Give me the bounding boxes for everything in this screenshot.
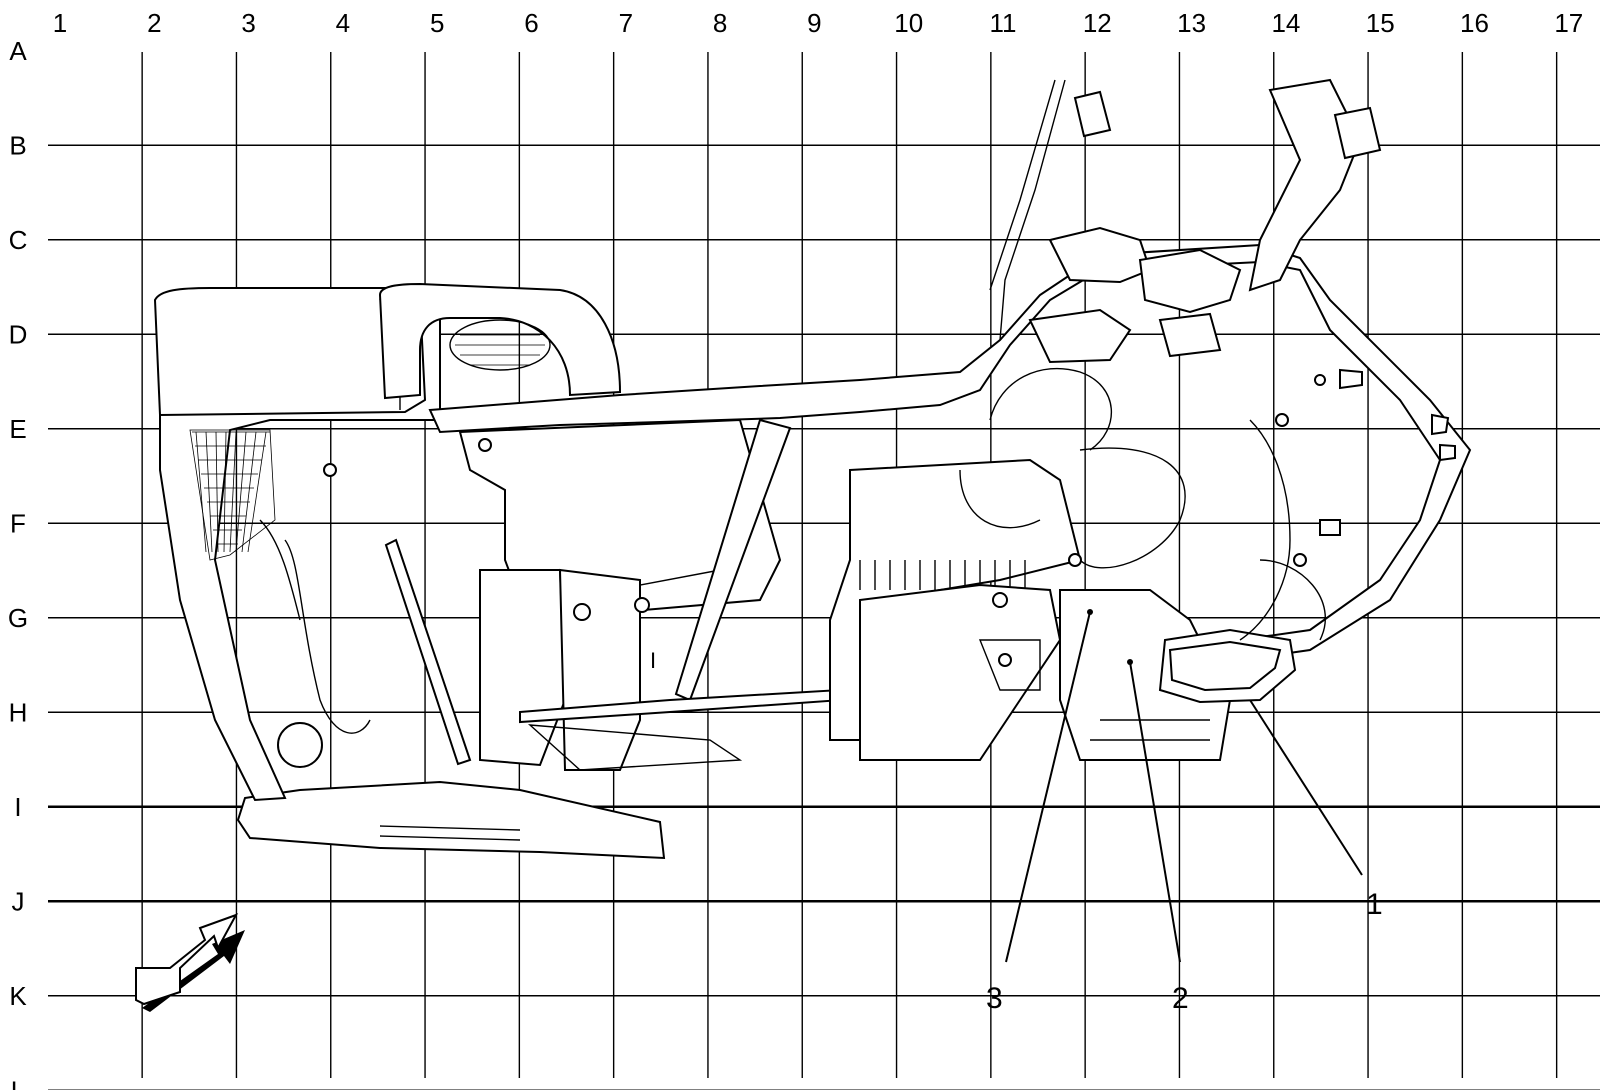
row-label-A: A xyxy=(9,36,27,66)
column-label-17: 17 xyxy=(1554,8,1583,38)
column-label-11: 11 xyxy=(990,8,1017,38)
column-label-6: 6 xyxy=(524,8,538,38)
callout-2: 2 xyxy=(1172,982,1189,1015)
wire-loop-left xyxy=(284,539,371,734)
callout-leaders xyxy=(1005,609,1363,963)
instrument-panel-assembly: I xyxy=(153,78,1472,860)
speaker-mesh-pattern xyxy=(192,431,270,553)
mesh-line xyxy=(223,431,227,553)
hvac-lower-housing xyxy=(859,583,1062,761)
lower-trim-panel xyxy=(236,780,666,860)
vent-outlet xyxy=(449,319,551,371)
column-label-12: 12 xyxy=(1083,8,1112,38)
column-label-9: 9 xyxy=(807,8,821,38)
leader-3 xyxy=(1005,611,1091,963)
speaker-grille xyxy=(189,429,276,561)
mesh-line xyxy=(235,431,247,553)
column-label-2: 2 xyxy=(147,8,161,38)
mesh-line xyxy=(205,431,213,553)
row-label-C: C xyxy=(9,225,28,255)
defroster-duct xyxy=(378,282,622,400)
column-label-15: 15 xyxy=(1366,8,1395,38)
column-label-1: 1 xyxy=(53,8,67,38)
callout-3: 3 xyxy=(986,982,1003,1015)
upper-pad-left xyxy=(153,287,427,417)
cross-car-beam-strut-left xyxy=(384,538,472,766)
grommet xyxy=(277,722,323,768)
column-label-13: 13 xyxy=(1177,8,1206,38)
column-label-14: 14 xyxy=(1271,8,1300,38)
leader-1 xyxy=(1249,699,1363,876)
column-label-16: 16 xyxy=(1460,8,1489,38)
row-label-J: J xyxy=(12,887,25,917)
column-label-5: 5 xyxy=(430,8,444,38)
column-label-3: 3 xyxy=(241,8,255,38)
steering-support-bracket xyxy=(1248,78,1362,292)
mesh-line xyxy=(229,431,237,553)
center-support-bracket xyxy=(479,569,567,767)
mesh-line xyxy=(215,431,219,553)
connector-upper-right xyxy=(1333,106,1382,160)
air-tube-upper xyxy=(989,367,1112,451)
column-label-8: 8 xyxy=(713,8,727,38)
row-label-H: H xyxy=(9,698,28,728)
row-label-K: K xyxy=(9,981,27,1011)
center-support-bracket-2 xyxy=(558,568,641,771)
dash-upper-surface xyxy=(428,243,1472,662)
callout-1: 1 xyxy=(1366,888,1383,921)
passenger-lower-housing xyxy=(1059,589,1232,761)
column-label-7: 7 xyxy=(619,8,633,38)
row-label-G: G xyxy=(8,603,28,633)
mesh-line xyxy=(241,431,257,553)
wiring-harness-right xyxy=(1239,419,1291,641)
row-label-D: D xyxy=(9,320,28,350)
row-labels: A B C D E F G H I J K L xyxy=(8,36,28,1090)
row-label-B: B xyxy=(9,131,26,161)
row-label-L: L xyxy=(11,1076,25,1090)
mesh-line xyxy=(195,431,207,553)
reference-grid xyxy=(48,52,1600,1090)
column-label-4: 4 xyxy=(336,8,350,38)
column-label-10: 10 xyxy=(894,8,923,38)
part-mark-i: I xyxy=(650,648,656,673)
row-label-I: I xyxy=(14,792,21,822)
connector-upper-center xyxy=(1073,90,1112,138)
row-label-E: E xyxy=(9,414,26,444)
mesh-line xyxy=(247,431,267,553)
view-direction-arrow-icon xyxy=(135,913,245,1012)
row-label-F: F xyxy=(10,509,26,539)
leader-2 xyxy=(1129,661,1181,963)
